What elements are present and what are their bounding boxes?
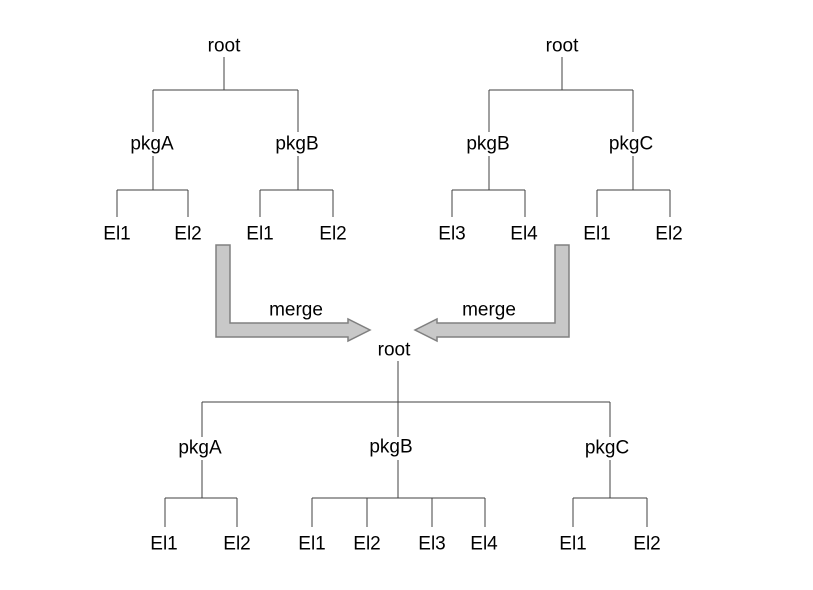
- tree3-pkgc-el2-label: El2: [633, 533, 661, 555]
- tree1-pkga-label: pkgA: [130, 133, 174, 155]
- tree3-pkgb-label: pkgB: [369, 436, 413, 458]
- tree1-pkgb-el1-label: El1: [246, 223, 274, 245]
- merge-left-label: merge: [269, 299, 323, 321]
- tree2-pkgc-label: pkgC: [608, 133, 654, 155]
- tree3-pkgb-el3-label: El3: [418, 533, 446, 555]
- tree1-connector-lines: [116, 57, 334, 217]
- tree3-pkgb-el1-label: El1: [298, 533, 326, 555]
- tree1-root-label: root: [207, 35, 241, 57]
- tree3-pkgb-el2-label: El2: [353, 533, 381, 555]
- tree2-pkgb-el4-label: El4: [510, 223, 538, 245]
- tree3-pkga-label: pkgA: [178, 437, 222, 459]
- tree2-pkgc-el2-label: El2: [655, 223, 683, 245]
- tree3-pkga-el1-label: El1: [150, 533, 178, 555]
- tree2-pkgb-label: pkgB: [466, 133, 510, 155]
- tree3-root-label: root: [377, 339, 411, 361]
- tree3-pkgc-el1-label: El1: [559, 533, 587, 555]
- merge-arrow-left-icon: [215, 244, 372, 343]
- tree3-pkgc-label: pkgC: [584, 437, 630, 459]
- merge-right-label: merge: [462, 299, 516, 321]
- tree2-connector-lines: [451, 57, 671, 217]
- merge-arrow-right-icon: [413, 244, 570, 343]
- tree2-root-label: root: [545, 35, 579, 57]
- tree3-pkga-el2-label: El2: [223, 533, 251, 555]
- tree3-connector-lines: [164, 361, 648, 527]
- tree1-pkga-el1-label: El1: [103, 223, 131, 245]
- tree1-pkgb-label: pkgB: [275, 133, 319, 155]
- tree2-pkgb-el3-label: El3: [438, 223, 466, 245]
- tree3-pkgb-el4-label: El4: [470, 533, 498, 555]
- tree2-pkgc-el1-label: El1: [583, 223, 611, 245]
- tree1-pkgb-el2-label: El2: [319, 223, 347, 245]
- tree1-pkga-el2-label: El2: [174, 223, 202, 245]
